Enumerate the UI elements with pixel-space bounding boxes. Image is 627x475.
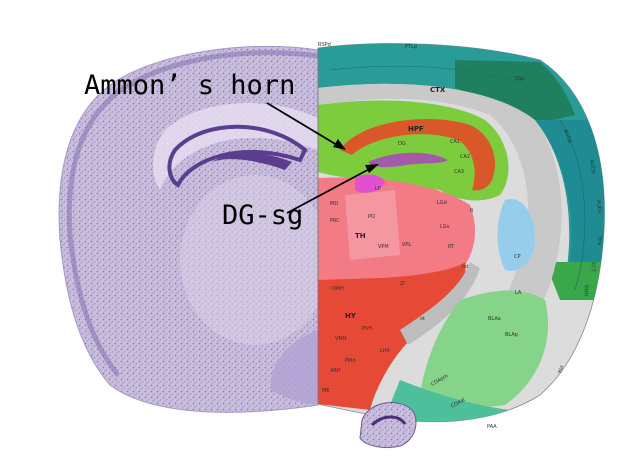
- label-prc: PRC: [330, 218, 340, 224]
- label-zi: ZI: [400, 281, 405, 287]
- label-th: TH: [355, 232, 366, 240]
- label-hpf: HPF: [408, 125, 424, 133]
- label-lha: LHA: [380, 348, 391, 354]
- label-md: MD: [330, 201, 338, 207]
- label-rsp: RSPd: [318, 42, 331, 48]
- label-ssp: SSp: [515, 76, 525, 82]
- label-me: ME: [322, 388, 329, 394]
- thalamus-light-zone: [345, 190, 400, 260]
- label-ca1: CA1: [450, 139, 460, 145]
- label-ect: ECT: [590, 262, 596, 273]
- label-blap: BLAp: [505, 332, 518, 338]
- label-vpm: VPM: [378, 244, 389, 250]
- label-ptlp: PTLp: [405, 44, 417, 50]
- ammons-horn-callout: Ammon’ s horn: [84, 70, 295, 101]
- label-arh: ARH: [330, 368, 341, 374]
- label-rt: RT: [448, 244, 455, 250]
- label-dg: DG: [398, 141, 406, 147]
- label-ctx: CTX: [430, 86, 446, 94]
- label-pvh: PVH: [362, 326, 372, 332]
- label-vpl: VPL: [402, 242, 411, 248]
- label-hy: HY: [345, 312, 357, 320]
- label-ca3: CA3: [454, 169, 464, 175]
- label-po: PO: [368, 214, 375, 220]
- dg-sg-callout: DG-sg: [222, 200, 303, 231]
- label-tea: TEa: [596, 235, 602, 245]
- label-ent: ENTl: [582, 285, 589, 297]
- label-lgd: LGd: [437, 200, 447, 206]
- label-ca2: CA2: [460, 154, 470, 160]
- right-hemisphere-atlas: CTX HPF DG CA1 CA2 CA3 TH HY CP PAA RSPd…: [318, 40, 620, 430]
- label-dmh: DMH: [332, 286, 344, 292]
- label-la: LA: [515, 290, 522, 296]
- label-int: int: [462, 264, 469, 270]
- label-audv: AUDv: [595, 200, 602, 214]
- label-bla: BLAa: [488, 316, 501, 322]
- label-fi: fi: [470, 208, 473, 214]
- label-ot: ot: [420, 316, 425, 322]
- label-lp: LP: [375, 186, 381, 192]
- label-cp: CP: [514, 254, 521, 260]
- label-lgv: LGv: [440, 224, 450, 230]
- label-paa: PAA: [487, 424, 497, 430]
- label-pmd: PMd: [345, 358, 356, 364]
- label-vmh: VMH: [335, 336, 347, 342]
